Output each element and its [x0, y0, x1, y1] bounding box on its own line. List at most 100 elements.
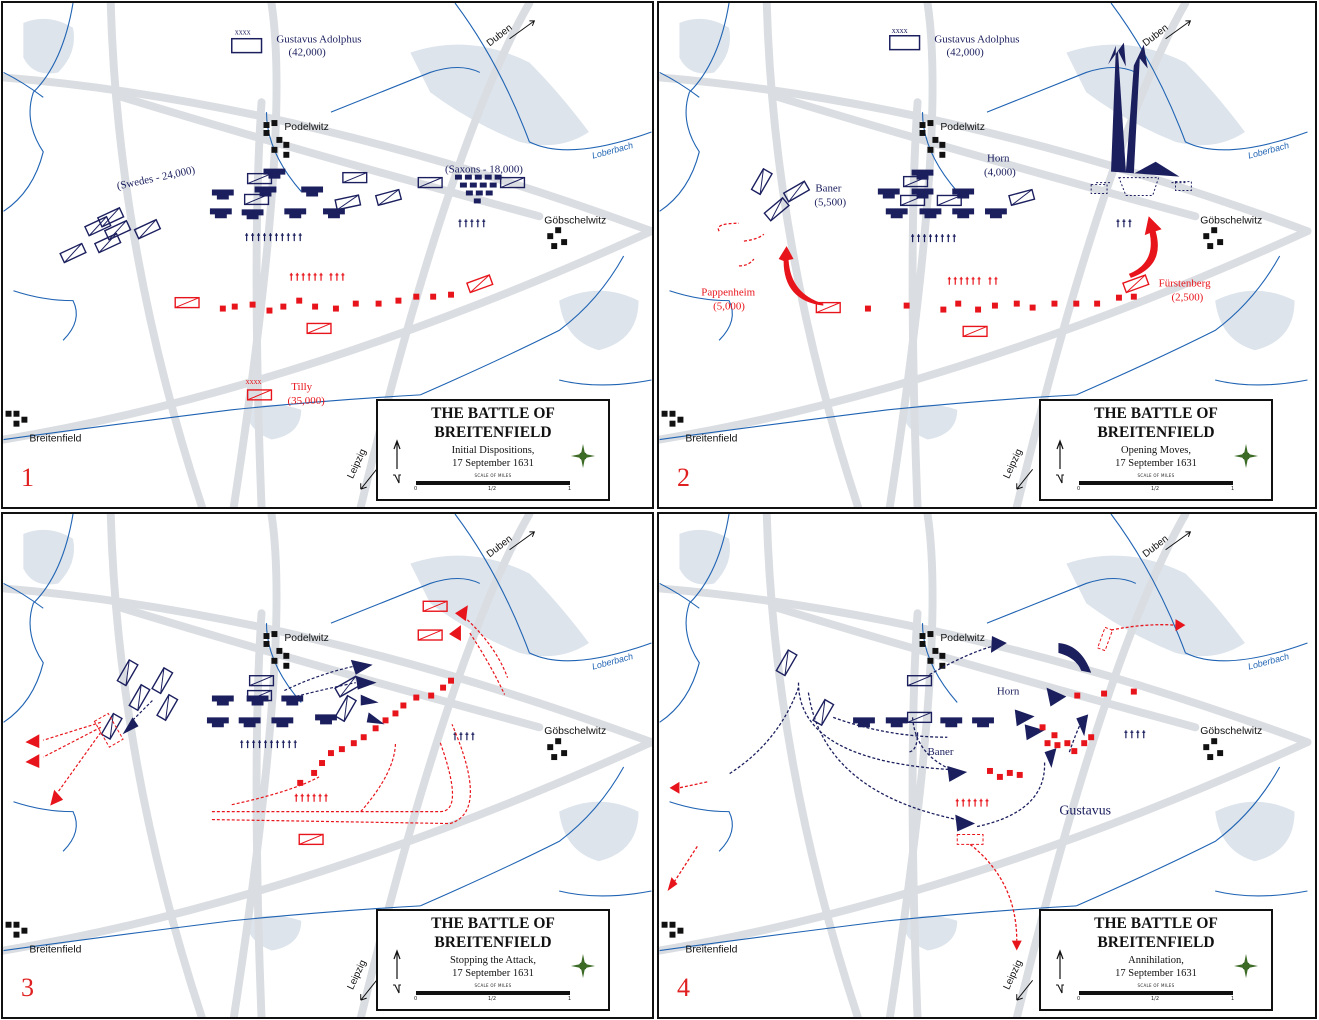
cavalry-unit	[499, 176, 526, 189]
artillery-gun	[318, 793, 322, 802]
direction-arrow-icon	[1165, 531, 1192, 551]
infantry-unit	[1029, 304, 1036, 311]
legend-title: THE BATTLE OF BREITENFIELD	[431, 915, 555, 951]
scale-title: SCALE OF MILES	[1137, 473, 1175, 478]
infantry-unit	[238, 717, 261, 728]
legend-subtitle: Annihilation,	[1128, 955, 1184, 966]
north-arrow-icon	[393, 439, 401, 484]
artillery-gun	[923, 234, 926, 243]
road	[3, 73, 652, 236]
cavalry-unit	[246, 172, 273, 185]
infantry-unit	[1130, 688, 1137, 695]
river	[13, 290, 77, 341]
river	[559, 890, 652, 897]
map-legend: THE BATTLE OF BREITENFIELD Initial Dispo…	[376, 399, 610, 501]
artillery-gun	[977, 276, 981, 285]
artillery-gun	[274, 233, 278, 242]
artillery-gun	[985, 798, 989, 807]
infantry-unit	[991, 302, 998, 309]
river	[13, 801, 77, 852]
place-label-gobschelwitz: Göbschelwitz	[1200, 726, 1262, 737]
artillery-gun	[275, 740, 279, 749]
emblem-icon	[1234, 444, 1258, 468]
infantry-unit	[430, 293, 437, 300]
map-canvas-1: PodelwitzGöbschelwitzBreitenfieldDubenLe…	[3, 3, 652, 507]
swedish-cavalry	[100, 658, 362, 741]
artillery-gun	[1142, 730, 1146, 739]
road	[3, 584, 652, 747]
infantry-unit	[206, 717, 229, 728]
infantry-unit	[296, 297, 303, 304]
cavalry-unit	[334, 194, 362, 211]
cavalry-unit	[246, 689, 273, 702]
scale-tick-1: 1	[568, 996, 572, 1002]
artillery-gun	[988, 276, 992, 285]
infantry-unit	[864, 305, 871, 312]
baner-label: Baner	[815, 183, 841, 195]
artillery-gun	[251, 233, 255, 242]
road	[106, 3, 206, 507]
river	[659, 514, 730, 723]
infantry-unit	[885, 208, 908, 219]
village-breitenfield	[5, 921, 28, 938]
river	[1076, 766, 1281, 907]
road	[908, 609, 922, 1017]
river	[1110, 3, 1308, 151]
legend-date: 17 September 1631	[452, 458, 534, 469]
cavalry-unit	[59, 242, 87, 264]
road	[762, 3, 862, 507]
horn-strength: (4,000)	[984, 167, 1016, 179]
cavalry-unit	[750, 167, 773, 196]
river	[659, 582, 700, 609]
road	[252, 98, 266, 507]
cavalry-unit	[100, 712, 123, 741]
cavalry-unit	[156, 693, 179, 722]
panel-number: 2	[677, 463, 690, 492]
imperial-arrows	[25, 605, 468, 806]
artillery-gun	[329, 272, 333, 281]
artillery-gun	[280, 233, 284, 242]
emblem-icon	[571, 444, 595, 468]
river	[986, 577, 1137, 624]
infantry-unit	[211, 695, 234, 706]
legend-title: THE BATTLE OF BREITENFIELD	[1094, 405, 1218, 441]
map-legend: THE BATTLE OF BREITENFIELD Stopping the …	[376, 909, 610, 1011]
artillery-gun	[341, 272, 345, 281]
infantry-unit	[392, 710, 399, 717]
road	[659, 738, 1312, 955]
artillery-gun	[973, 798, 977, 807]
artillery-gun	[257, 233, 261, 242]
furstenberg-label: Fürstenberg	[1159, 278, 1211, 290]
tilly-strength: (35,000)	[288, 395, 326, 407]
infantry-unit	[413, 694, 420, 701]
saxons-label: (Saxons - 18,000)	[445, 164, 523, 176]
river	[420, 255, 625, 396]
village-breitenfield	[661, 410, 684, 427]
infantry-unit	[985, 208, 1007, 219]
artillery-gun	[955, 798, 959, 807]
river-label-loberbach: Loberbach	[591, 140, 634, 161]
infantry-unit	[940, 306, 947, 313]
gustavus-label: Gustavus Adolphus	[276, 34, 361, 46]
cavalry-unit	[174, 296, 200, 309]
artillery-gun	[269, 740, 273, 749]
horn-label: Horn	[987, 153, 1010, 165]
infantry-unit	[955, 300, 962, 307]
imperial-infantry	[987, 688, 1137, 780]
infantry-unit	[284, 208, 307, 219]
road	[106, 514, 206, 1017]
imperial-artillery	[289, 272, 345, 281]
river	[986, 66, 1137, 113]
cavalry-unit	[128, 683, 151, 712]
legend-subtitle: Initial Dispositions,	[451, 445, 535, 456]
scale-tick-0: 0	[1077, 486, 1081, 492]
imperial-cavalry	[174, 274, 494, 401]
river	[454, 514, 652, 662]
cavalry-unit	[902, 175, 929, 188]
imperial-army: xxxx Tilly (35,000)	[174, 272, 494, 407]
artillery-gun	[319, 272, 323, 281]
imperial-infantry	[297, 677, 454, 786]
infantry-unit	[1006, 769, 1013, 776]
